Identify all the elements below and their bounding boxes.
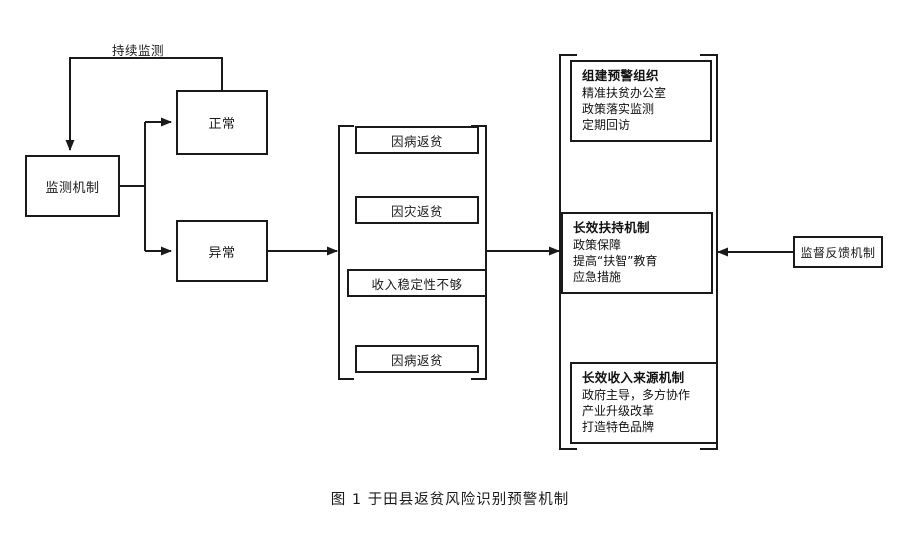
card-line: 定期回访: [582, 117, 631, 132]
node-monitoring-mechanism[interactable]: 监测机制: [25, 155, 120, 217]
edge-label-continuous-monitoring: 持续监测: [112, 43, 165, 58]
mechanism-bracket-right-top-nub: [700, 54, 718, 56]
edge-monitor-split: [120, 122, 146, 251]
card-line: 政策保障: [573, 237, 622, 252]
node-abnormal[interactable]: 异常: [176, 220, 268, 282]
mechanism-bracket-left-bottom-nub: [559, 448, 577, 450]
risk-bracket-left-top-nub: [338, 125, 354, 127]
figure-caption: 图 1 于田县返贫风险识别预警机制: [330, 492, 570, 508]
card-line: 应急措施: [573, 269, 622, 284]
risk-item-illness-return-poverty-2[interactable]: 因病返贫: [355, 345, 479, 373]
risk-bracket-left-spine: [338, 125, 340, 380]
risk-bracket-right-spine: [485, 125, 487, 380]
risk-item-unstable-income[interactable]: 收入稳定性不够: [347, 269, 487, 297]
card-line: 打造特色品牌: [582, 419, 655, 434]
mechanism-card-long-term-support[interactable]: 长效扶持机制 政策保障 提高“扶智”教育 应急措施: [561, 212, 713, 295]
risk-bracket-left-bottom-nub: [338, 378, 354, 380]
risk-item-disaster-return-poverty[interactable]: 因灾返贫: [355, 196, 479, 224]
node-supervision-feedback-mechanism[interactable]: 监督反馈机制: [793, 236, 883, 268]
node-normal[interactable]: 正常: [176, 90, 268, 155]
mechanism-bracket-right-bottom-nub: [700, 448, 718, 450]
card-title: 长效收入来源机制: [582, 370, 685, 385]
edge-continuous-monitoring-feedback: [65, 57, 223, 151]
card-title: 长效扶持机制: [573, 220, 650, 235]
mechanism-card-warning-organization[interactable]: 组建预警组织 精准扶贫办公室 政策落实监测 定期回访: [570, 60, 712, 143]
mechanism-bracket-left-spine: [559, 54, 561, 450]
risk-item-illness-return-poverty[interactable]: 因病返贫: [355, 126, 479, 154]
risk-bracket-right-bottom-nub: [471, 378, 487, 380]
card-title: 组建预警组织: [582, 68, 659, 83]
card-line: 产业升级改革: [582, 403, 655, 418]
card-line: 精准扶贫办公室: [582, 85, 667, 100]
card-line: 政策落实监测: [582, 101, 655, 116]
mechanism-bracket-left-top-nub: [559, 54, 577, 56]
risk-bracket-right-top-nub: [471, 125, 487, 127]
mechanism-card-long-term-income-source[interactable]: 长效收入来源机制 政府主导，多方协作 产业升级改革 打造特色品牌: [570, 362, 718, 445]
card-line: 提高“扶智”教育: [573, 253, 658, 268]
card-line: 政府主导，多方协作: [582, 387, 691, 402]
